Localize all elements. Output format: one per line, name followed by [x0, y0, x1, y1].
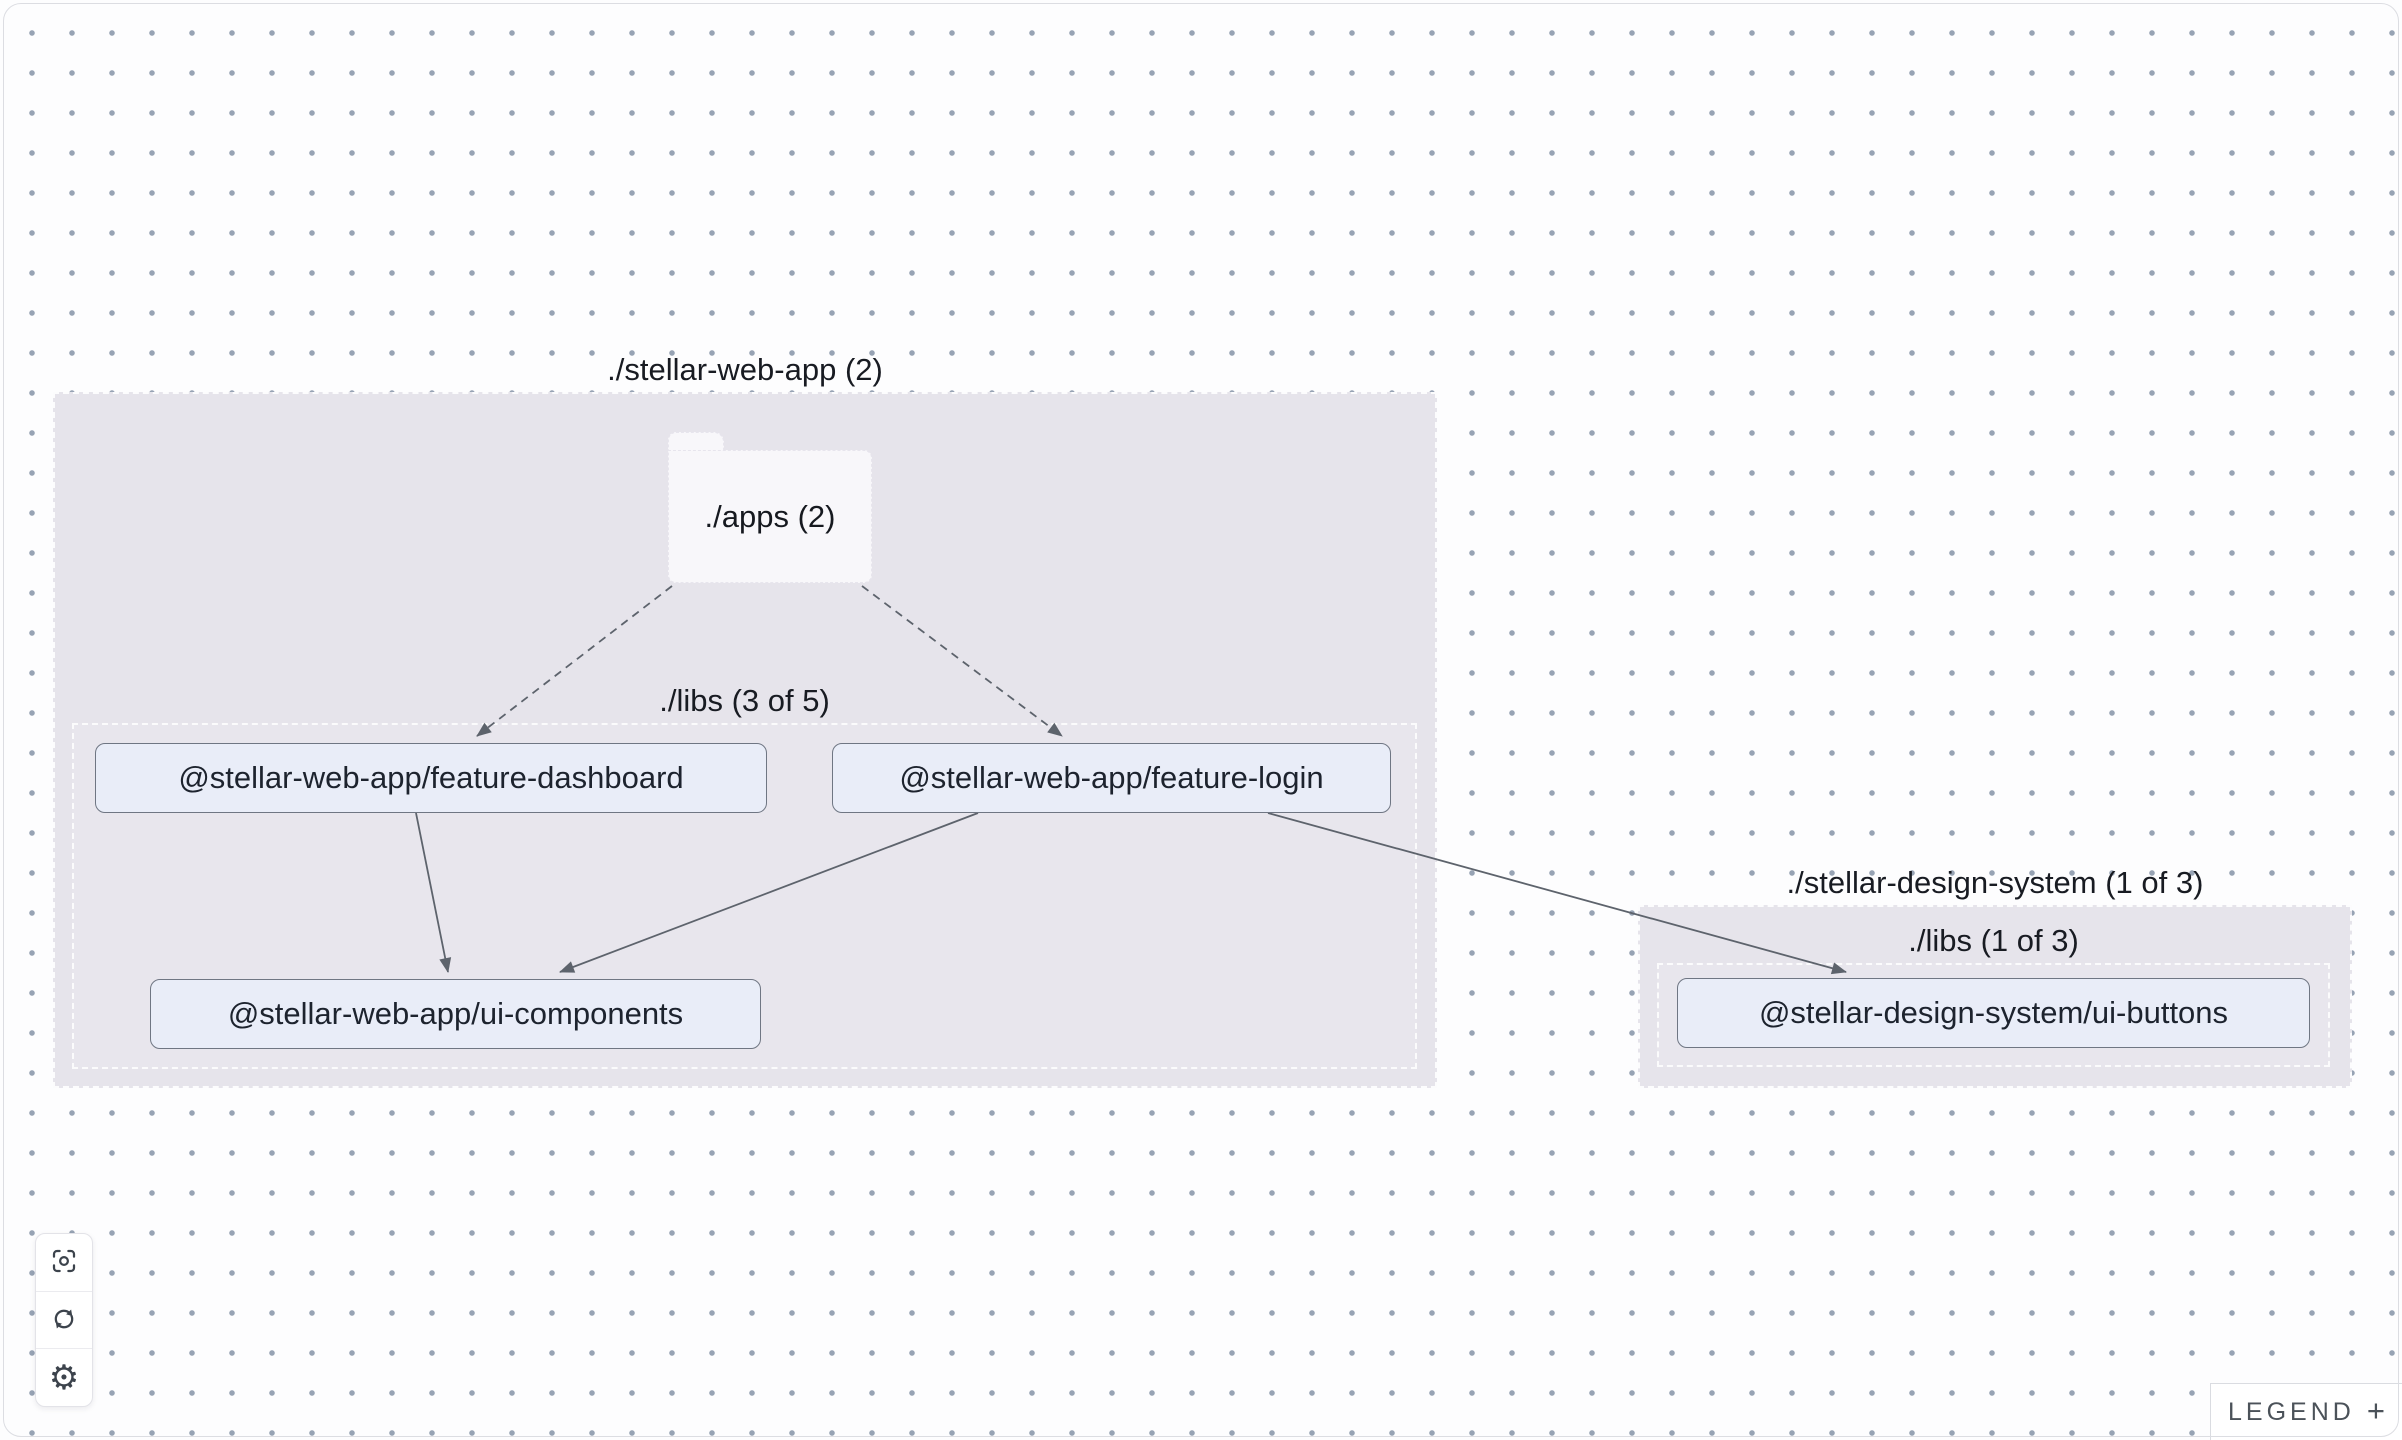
- plus-icon: +: [2366, 1392, 2385, 1428]
- group-label-stellar-web-app: ./stellar-web-app (2): [607, 352, 883, 387]
- settings-button[interactable]: ⚙: [36, 1349, 92, 1406]
- folder-label-apps: ./apps (2): [668, 450, 872, 583]
- focus-icon: [49, 1246, 79, 1279]
- settings-gear-icon: ⚙: [48, 1357, 80, 1398]
- focus-button[interactable]: [36, 1234, 92, 1292]
- node-feature-dashboard[interactable]: @stellar-web-app/feature-dashboard: [95, 743, 767, 813]
- refresh-button[interactable]: [36, 1292, 92, 1350]
- refresh-icon: [49, 1304, 79, 1337]
- legend-toggle-button[interactable]: LEGEND +: [2210, 1383, 2402, 1440]
- node-ui-components[interactable]: @stellar-web-app/ui-components: [150, 979, 761, 1049]
- legend-label: LEGEND: [2228, 1397, 2355, 1426]
- node-ui-buttons[interactable]: @stellar-design-system/ui-buttons: [1677, 978, 2310, 1048]
- group-label-stellar-design-system: ./stellar-design-system (1 of 3): [1786, 865, 2204, 900]
- node-feature-login[interactable]: @stellar-web-app/feature-login: [832, 743, 1391, 813]
- canvas-toolbar: ⚙: [35, 1233, 93, 1407]
- folder-tab: [668, 432, 724, 454]
- folder-node-apps[interactable]: ./apps (2): [668, 432, 872, 583]
